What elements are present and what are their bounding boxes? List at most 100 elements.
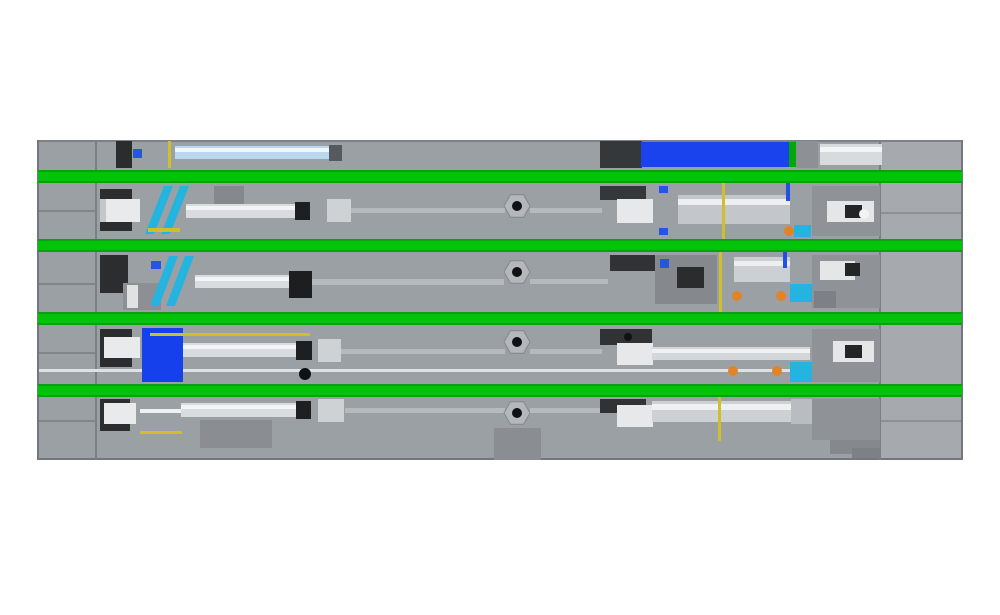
rowA-blue-bit: [133, 149, 142, 158]
rail-1-bottom-edge: [38, 181, 962, 183]
rowA-bracket-dark: [116, 141, 132, 168]
rowE-thin-rod-right: [530, 408, 602, 413]
rowB-cylinder-left: [104, 199, 140, 222]
rowD-rod-dark-band: [296, 341, 312, 360]
seam-left-h4: [39, 420, 95, 422]
rowC-piston-cap: [127, 285, 138, 308]
rowD-cylinder-left: [104, 337, 140, 358]
seam-vertical-left: [95, 140, 97, 460]
rowB-right-dark-detail: [845, 205, 862, 218]
rowD-black-dot: [299, 368, 311, 380]
rowB-right-hole: [859, 209, 869, 219]
plate-top-edge: [37, 140, 963, 142]
rowE-step-2: [852, 448, 880, 458]
rowA-gray-block: [796, 141, 818, 168]
rowB-cylinder-end: [327, 199, 351, 222]
seam-left-h1: [39, 210, 95, 212]
rowA-rod-endcap: [329, 145, 342, 161]
rowC-blue-bit-2: [660, 259, 669, 268]
rail-3-top-edge: [38, 312, 962, 314]
rowE-long-rod-highlight: [652, 404, 802, 410]
rowD-cyan-bit: [790, 362, 812, 382]
rowE-yellow-hline: [140, 431, 182, 434]
rowC-cylinder: [734, 257, 790, 282]
plate-right-edge: [961, 140, 963, 460]
rowE-bolt-dot: [512, 408, 522, 418]
rowC-orange-dot-1: [732, 291, 742, 301]
rowD-long-rod: [652, 347, 810, 360]
rowB-rod-highlight: [186, 206, 308, 210]
rowA-rod-highlight: [175, 148, 331, 152]
rail-1-top-edge: [38, 170, 962, 172]
rowC-blue-vline: [783, 252, 787, 268]
rowC-cyan-bit: [790, 284, 812, 302]
rowE-thin-rod: [345, 408, 505, 413]
rowB-orange-dot: [784, 226, 794, 236]
rowD-orange-dot-1: [728, 366, 738, 376]
rowD-rod-highlight: [183, 345, 298, 349]
rowC-cylinder-highlight: [734, 261, 790, 266]
rowB-cyan-diagonal-2: [161, 186, 189, 234]
rowE-white-line: [140, 409, 182, 413]
rowC-dark-detail: [677, 267, 704, 288]
rowC-right-dark-detail: [845, 263, 860, 276]
rowB-cylinder-left-cap: [100, 199, 106, 222]
rail-2: [38, 239, 962, 252]
rowB-cyan-bit: [794, 225, 811, 237]
rowB-thin-rod-right: [530, 208, 602, 213]
rail-3-bottom-edge: [38, 323, 962, 325]
seam-right-h2: [881, 420, 961, 422]
rowE-rod-highlight: [181, 405, 298, 409]
rowA-dark-block: [600, 141, 642, 168]
rowB-blue-bit-top: [659, 186, 668, 193]
rail-2-bottom-edge: [38, 250, 962, 252]
rowB-blue-bit-bottom: [659, 228, 668, 235]
rowE-pedestal-left: [200, 420, 272, 448]
rowB-gray-block-top: [214, 186, 244, 204]
rowB-thin-rod: [351, 208, 505, 213]
rowC-rod: [195, 275, 291, 288]
rowC-cyan-diagonal-2: [166, 256, 194, 306]
seam-left-h3: [39, 352, 95, 354]
rail-4-top-edge: [38, 384, 962, 386]
rowD-black-dot-2: [624, 333, 632, 341]
seam-left-h2: [39, 283, 95, 285]
rowD-cylinder-end: [318, 339, 341, 362]
rail-4-bottom-edge: [38, 395, 962, 397]
rowD-yellow-hline: [150, 333, 310, 336]
rowB-yellow-vline: [722, 183, 725, 239]
rowE-pedestal-center: [494, 428, 541, 460]
rail-1: [38, 170, 962, 183]
rail-2-top-edge: [38, 239, 962, 241]
rowC-bolt-dot: [512, 267, 522, 277]
rowC-blue-bit: [151, 261, 161, 269]
rowC-cyan-diagonal-1: [150, 256, 178, 306]
rowA-blue-bar: [641, 142, 789, 167]
rowC-dark-block: [610, 255, 658, 271]
rowA-green-stripe: [789, 142, 796, 167]
rowB-yellow-bits: [148, 228, 180, 232]
rowC-rod-highlight: [195, 277, 291, 281]
rowE-right-assembly: [812, 399, 880, 440]
rowD-blue-block: [142, 328, 183, 382]
rowC-thin-rod: [312, 279, 504, 285]
rowC-orange-dot-2: [776, 291, 786, 301]
rowB-bolt-dot: [512, 201, 522, 211]
rowD-thin-rod: [341, 349, 505, 354]
rowB-cyan-diagonal-1: [145, 186, 173, 234]
rowA-rod-blue: [175, 146, 331, 159]
rowD-thin-rod-right: [530, 349, 602, 354]
rowE-cylinder-end: [318, 399, 344, 422]
rowD-long-rod-highlight: [652, 349, 810, 353]
plate-right-column: [881, 140, 963, 460]
rowE-rod-dark-band: [296, 401, 311, 419]
plate-left-edge: [37, 140, 39, 460]
rowB-cylinder-mid: [617, 199, 653, 223]
rowE-cylinder-mid: [617, 405, 653, 427]
rowB-rod-dark-band: [295, 202, 310, 220]
rowD-bolt-dot: [512, 337, 522, 347]
rowB-big-rod-highlight: [678, 199, 790, 205]
rail-4: [38, 384, 962, 397]
